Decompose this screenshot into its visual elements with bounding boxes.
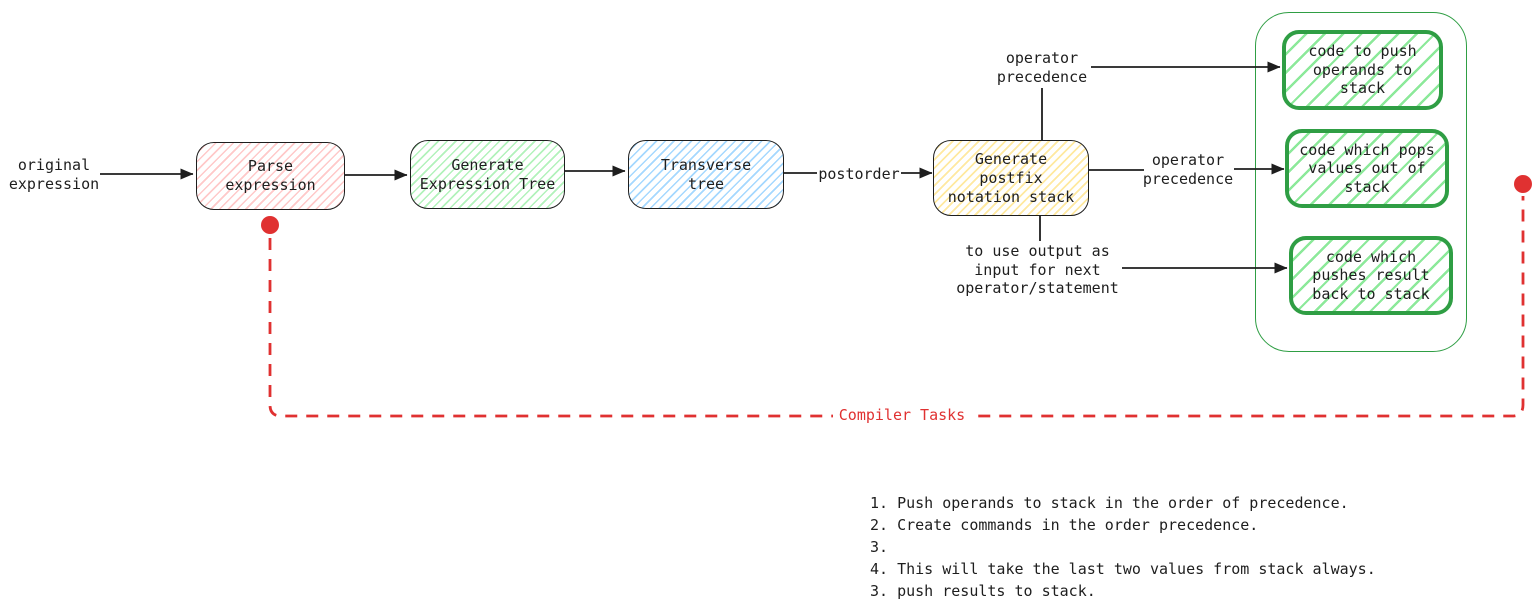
node-generate-postfix-notation-stack: Generate postfix notation stack — [933, 140, 1089, 216]
node-label: code which pops values out of stack — [1299, 140, 1435, 196]
label-postorder: postorder — [818, 165, 900, 183]
node-label: Parse expression — [225, 157, 316, 194]
node-generate-expression-tree: Generate Expression Tree — [410, 140, 565, 209]
label-operator-precedence-top: operator precedence — [996, 49, 1088, 86]
note-line: 3. push results to stack. — [870, 582, 1096, 600]
notes-list: 1. Push operands to stack in the order o… — [870, 492, 1376, 602]
node-label: code to push operands to stack — [1308, 42, 1417, 98]
note-line: 2. Create commands in the order preceden… — [870, 516, 1259, 534]
note-line: 1. Push operands to stack in the order o… — [870, 494, 1349, 512]
compiler-code-group-frame — [1255, 12, 1467, 352]
node-label: Transverse tree — [660, 155, 752, 193]
node-transverse-tree: Transverse tree — [628, 140, 784, 209]
label-original-expression: original expression — [8, 156, 100, 193]
label-operator-precedence-mid: operator precedence — [1142, 151, 1234, 188]
label-output-reuse: to use output as input for next operator… — [956, 242, 1119, 297]
note-line: 3. — [870, 538, 889, 556]
label-compiler-tasks: Compiler Tasks — [833, 405, 971, 425]
node-parse-expression: Parse expression — [196, 142, 345, 210]
loop-endpoint-dot-left — [261, 216, 279, 234]
node-label: code which pushes result back to stack — [1312, 247, 1430, 303]
note-line: 4. This will take the last two values fr… — [870, 560, 1376, 578]
node-code-pushes-result: code which pushes result back to stack — [1289, 236, 1453, 315]
node-code-push-operands: code to push operands to stack — [1282, 30, 1443, 110]
node-label: Generate postfix notation stack — [947, 149, 1075, 206]
loop-endpoint-dot-right — [1514, 175, 1532, 193]
node-code-pops-values: code which pops values out of stack — [1285, 129, 1449, 208]
node-label: Generate Expression Tree — [419, 155, 556, 193]
